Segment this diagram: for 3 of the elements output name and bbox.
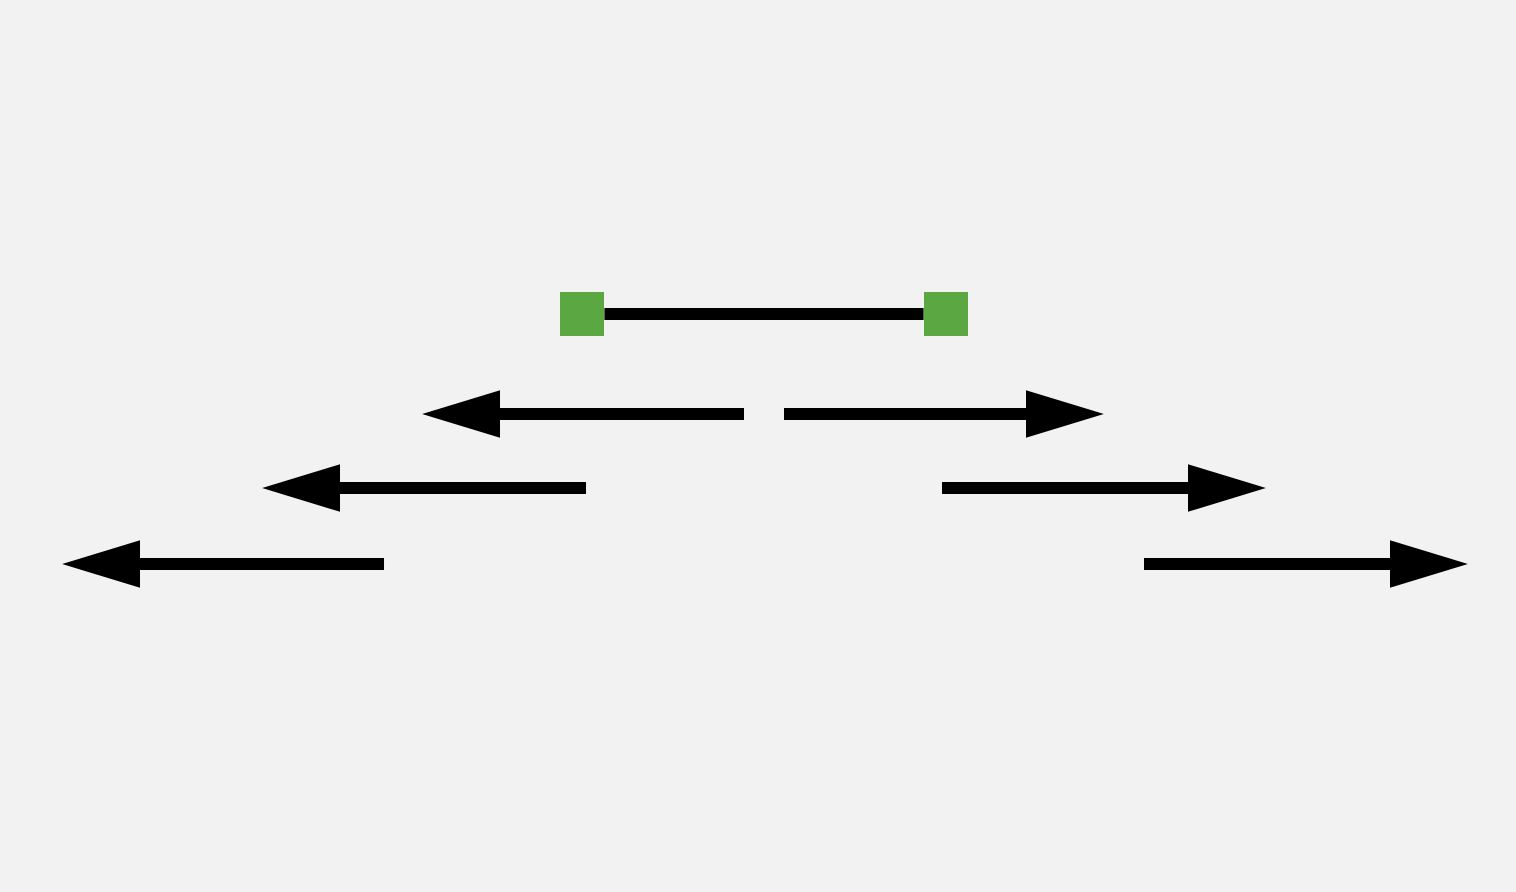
handle-square	[560, 292, 604, 336]
connector-line	[604, 308, 924, 320]
handle-square	[924, 292, 968, 336]
